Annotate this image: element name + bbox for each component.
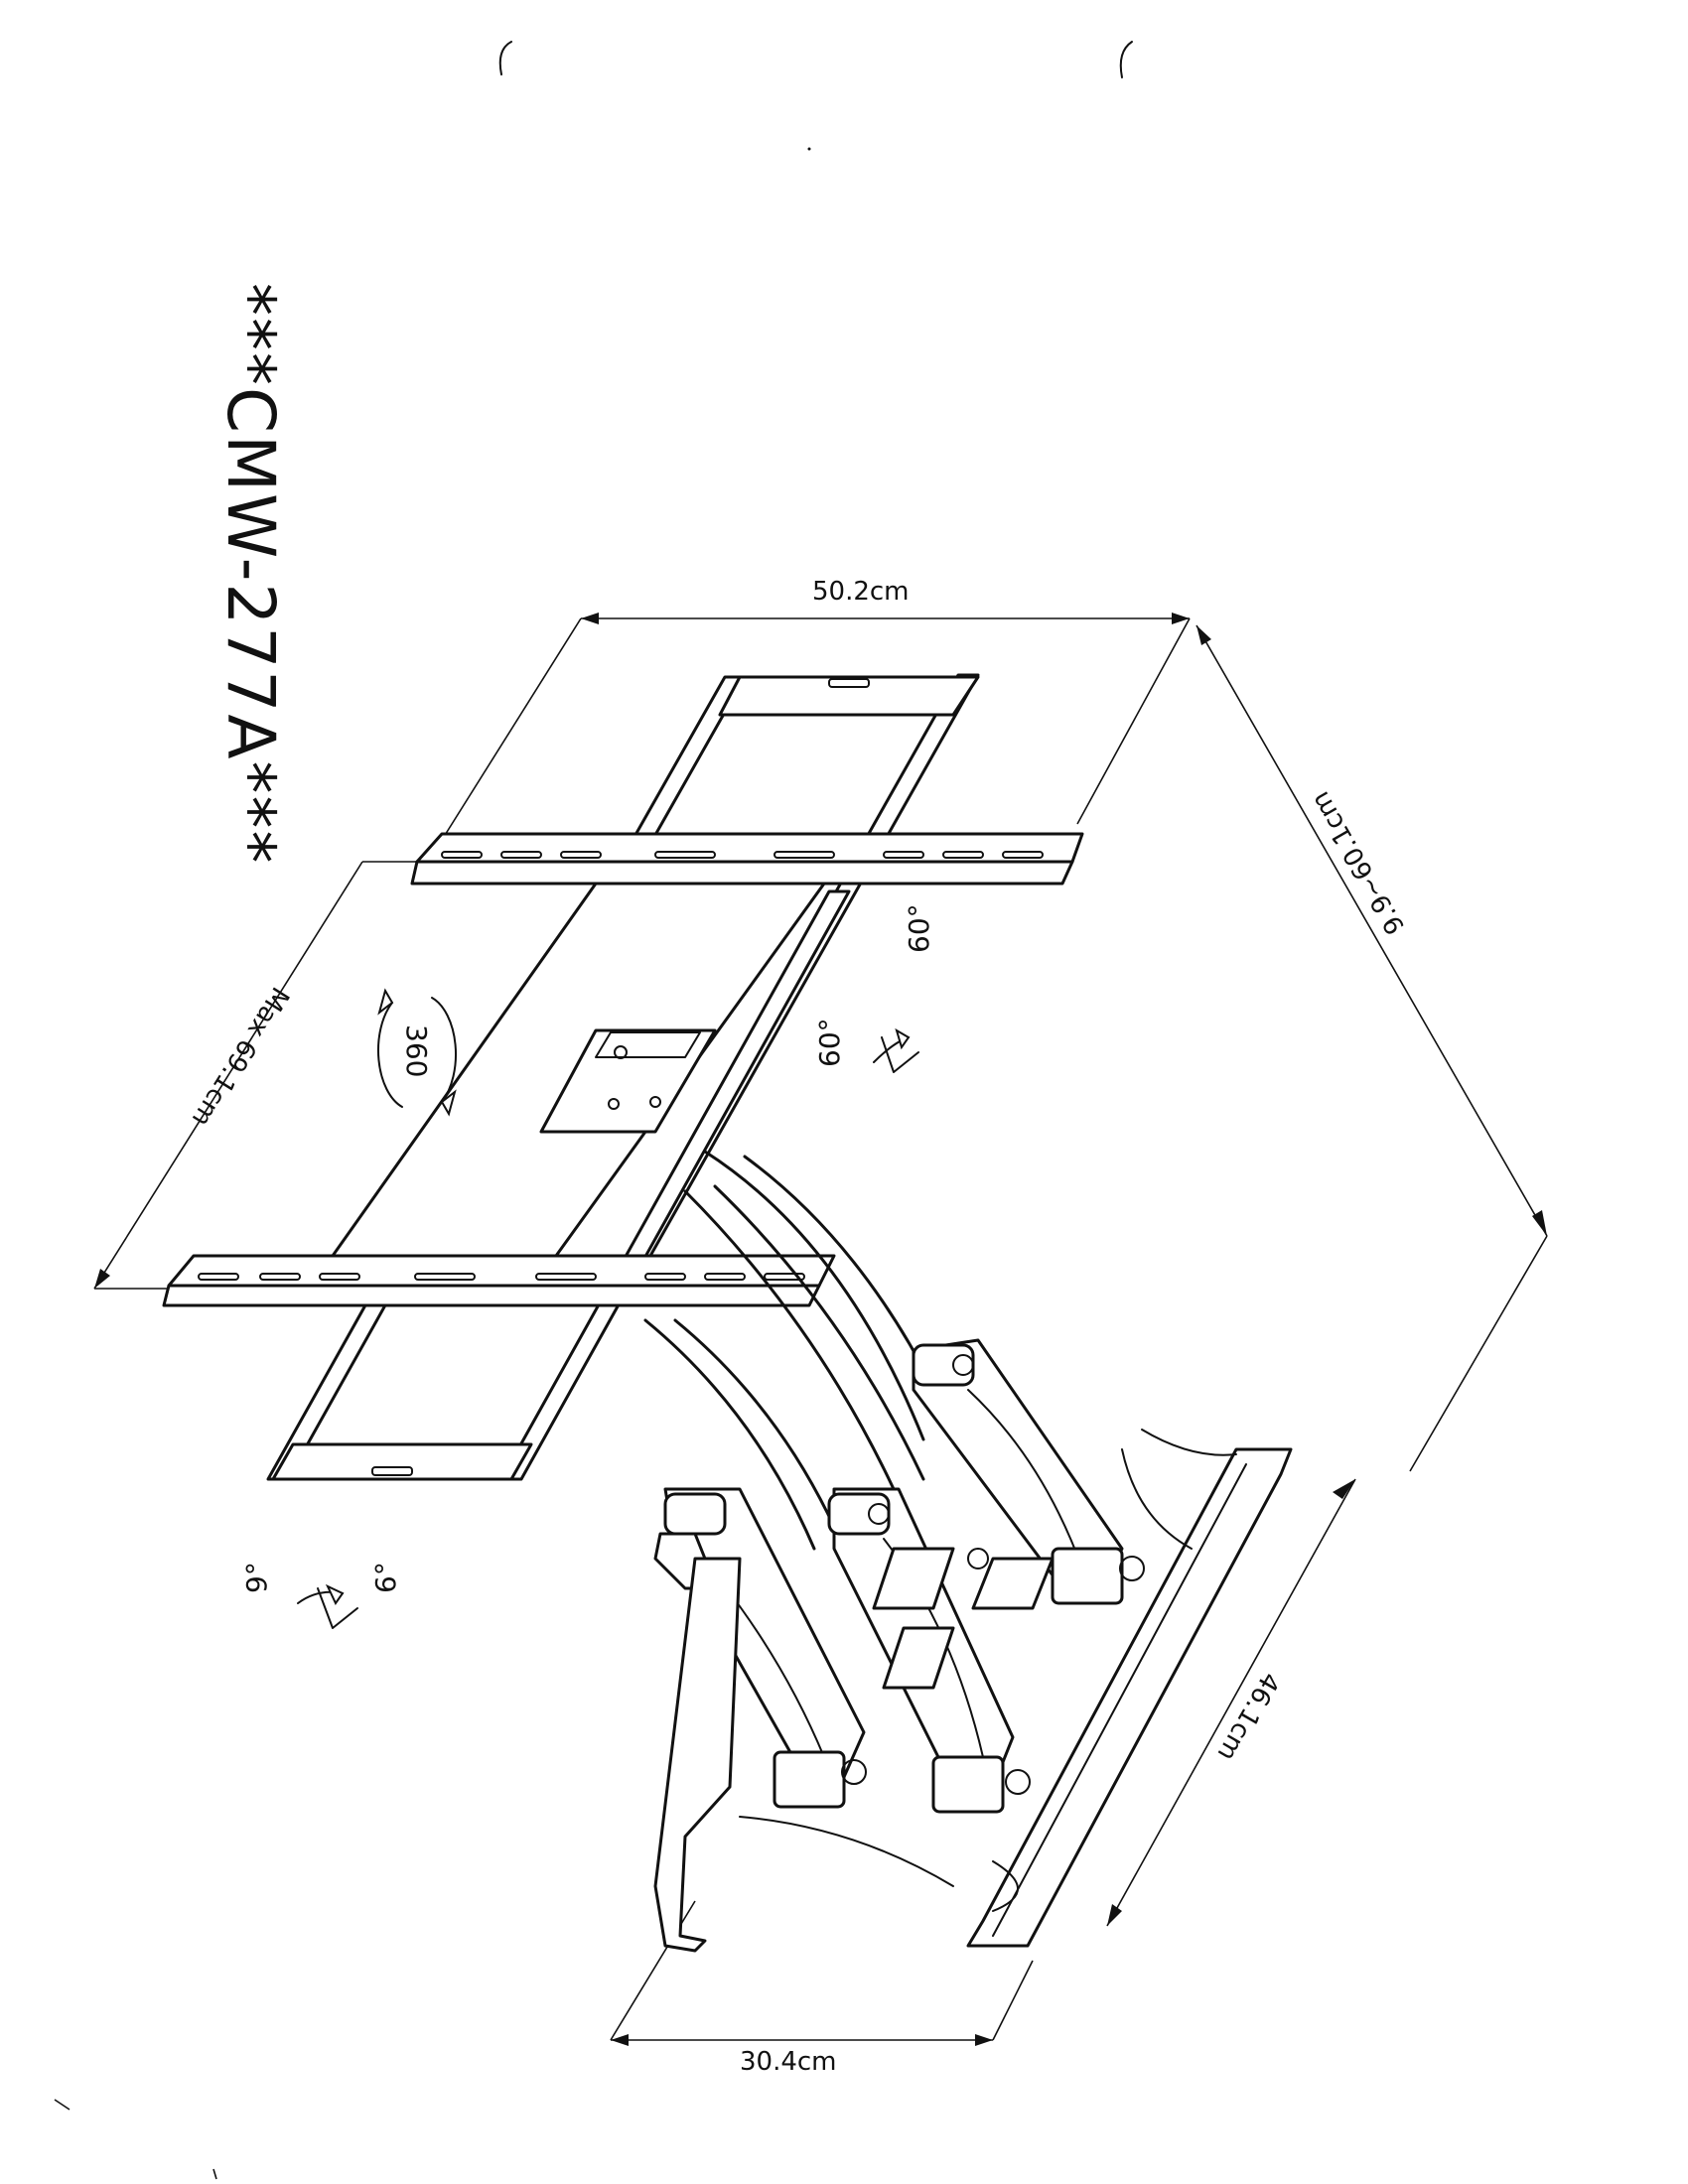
rotation-360-icon: 360	[376, 988, 458, 1117]
model-title: ***CMW-277A***	[212, 283, 289, 866]
scan-marks	[54, 147, 811, 2180]
dim-base-width: 30.4cm	[740, 2047, 837, 2077]
angle-tilt-up: 9°	[240, 1562, 273, 1593]
angle-tilt-group	[297, 1583, 358, 1629]
rotation-badge-text: 360	[400, 1024, 433, 1077]
angle-swivel-right: 60°	[813, 1018, 846, 1067]
top-bracket-bar	[410, 832, 1084, 886]
angle-tilt-down: 6°	[369, 1562, 402, 1593]
dim-diagonal: Max 69.1cm	[186, 982, 295, 1132]
angle-swivel-group	[873, 1027, 919, 1073]
vesa-plate	[162, 673, 1084, 1481]
angle-swivel-left: 60°	[903, 903, 935, 953]
wall-plate	[653, 1429, 1293, 1953]
punch-holes	[498, 41, 1133, 78]
dim-width-top: 50.2cm	[812, 577, 910, 607]
dim-base-length: 46.1cm	[1211, 1667, 1286, 1765]
dim-extension: 9.9~60.1cm	[1306, 786, 1411, 939]
bottom-bracket-bar	[162, 1254, 836, 1307]
